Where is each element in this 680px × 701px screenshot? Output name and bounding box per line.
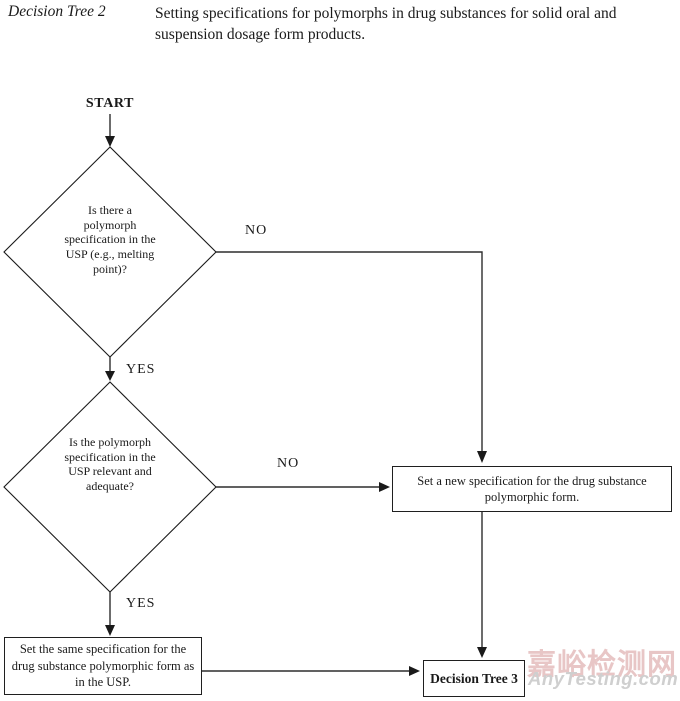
branch-label-yes-2: YES	[126, 596, 156, 611]
branch-label-no-2: NO	[277, 456, 300, 471]
arrowhead-yes-2	[105, 625, 115, 636]
start-node: START	[85, 96, 135, 111]
figure-label: Decision Tree 2	[8, 3, 106, 20]
arrowhead-no-1	[477, 451, 487, 463]
arrowhead-yes-1	[105, 371, 115, 381]
arrowhead-start	[105, 136, 115, 147]
arrowhead-no-2	[379, 482, 390, 492]
decision-tree-3-box: Decision Tree 3	[423, 660, 525, 697]
arrowhead-samespec-dt3	[409, 666, 420, 676]
watermark-latin: AnyTesting.com	[528, 668, 679, 689]
action-new-spec-text: Set a new specification for the drug sub…	[417, 473, 647, 505]
branch-label-no-1: NO	[245, 223, 268, 238]
action-new-spec-box: Set a new specification for the drug sub…	[392, 466, 672, 512]
arrowhead-newspec-dt3	[477, 647, 487, 658]
connector-no-1	[216, 251, 483, 452]
decision-tree-3-label: Decision Tree 3	[430, 670, 518, 686]
action-same-spec-text: Set the same specification for the drug …	[11, 642, 195, 690]
action-same-spec-box: Set the same specification for the drug …	[4, 637, 202, 695]
figure-caption: Setting specifications for polymorphs in…	[155, 5, 617, 44]
watermark-chinese: 嘉峪检测网	[527, 647, 678, 681]
decision-1-text: Is there a polymorph specification in th…	[64, 203, 156, 276]
branch-label-yes-1: YES	[126, 362, 156, 377]
decision-2-text: Is the polymorph specification in the US…	[64, 435, 156, 493]
